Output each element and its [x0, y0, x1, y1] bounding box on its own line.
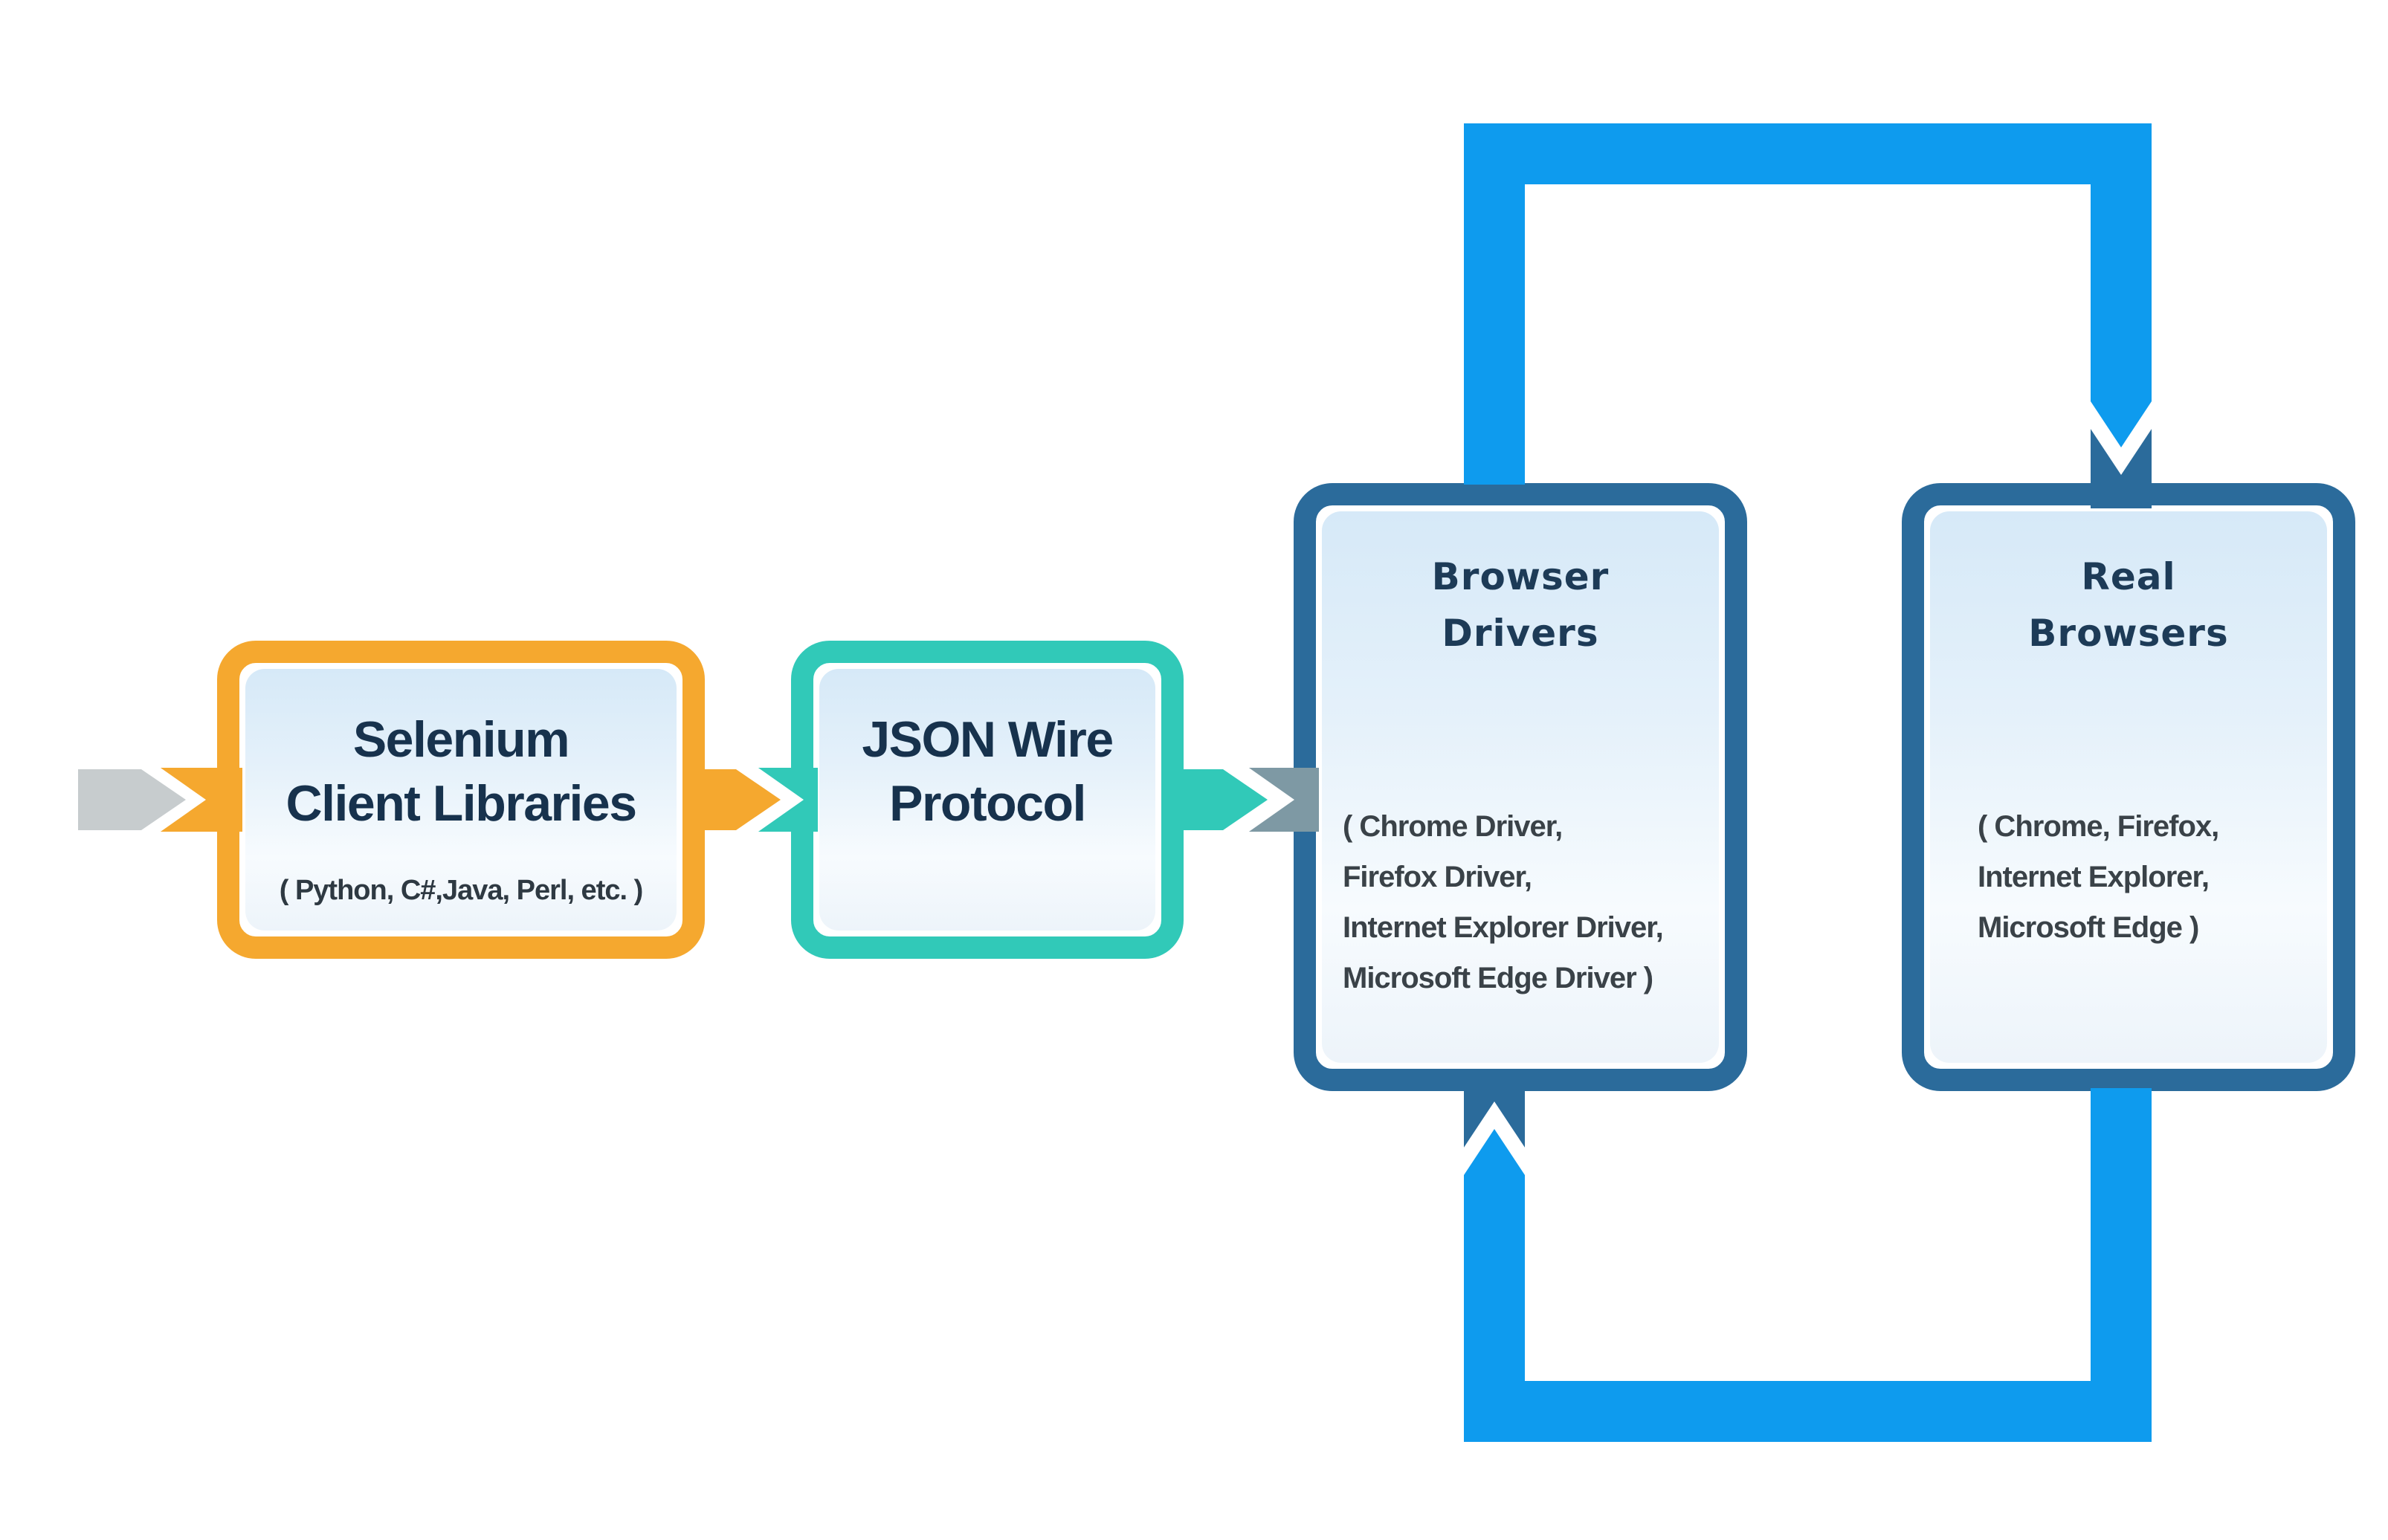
- node-jsonwire-title-line2: Protocol: [889, 775, 1086, 832]
- node-drivers-details: ( Chrome Driver, Firefox Driver, Interne…: [1343, 801, 1664, 1003]
- detail-line: ( Chrome Driver,: [1343, 810, 1563, 843]
- node-selenium-subtitle: ( Python, C#,Java, Perl, etc. ): [279, 875, 644, 906]
- detail-line: ( Chrome, Firefox,: [1978, 810, 2219, 843]
- detail-line: Microsoft Edge Driver ): [1343, 962, 1653, 994]
- node-browsers-title-line1: Real: [2081, 555, 2176, 598]
- down-arrow-icon: [2091, 184, 2152, 447]
- up-arrow-gap: [1452, 1101, 1537, 1357]
- node-jsonwire-fill: [819, 669, 1155, 931]
- node-selenium-title-line1: Selenium: [352, 711, 570, 768]
- detail-line: Firefox Driver,: [1343, 861, 1532, 893]
- up-arrow-icon: [1464, 1129, 1525, 1442]
- detail-line: Internet Explorer,: [1978, 861, 2210, 893]
- node-browsers-title: Real Browsers: [1924, 549, 2333, 661]
- node-drivers-fill: [1322, 511, 1719, 1063]
- node-selenium-fill: [245, 669, 677, 931]
- top-loop-top-pipe: [1464, 123, 2152, 184]
- node-jsonwire-title: JSON Wire Protocol: [813, 708, 1161, 835]
- bottom-loop-bottom-pipe: [1464, 1381, 2152, 1442]
- node-drivers-title-line2: Drivers: [1442, 612, 1599, 655]
- node-browsers-details: ( Chrome, Firefox, Internet Explorer, Mi…: [1978, 801, 2219, 953]
- node-browser-drivers: Browser Drivers ( Chrome Driver, Firefox…: [1294, 483, 1747, 1091]
- node-jsonwire-title-line1: JSON Wire: [862, 711, 1114, 768]
- selenium-arrow-gap: [706, 757, 804, 842]
- detail-line: Microsoft Edge ): [1978, 911, 2199, 944]
- bottom-loop-right-pipe: [2091, 1088, 2152, 1442]
- node-json-wire-protocol: JSON Wire Protocol: [791, 641, 1184, 959]
- node-real-browsers: Real Browsers ( Chrome, Firefox, Interne…: [1902, 483, 2355, 1091]
- jsonwire-arrow-gap: [1188, 757, 1294, 842]
- node-drivers-title: Browser Drivers: [1316, 549, 1725, 661]
- node-selenium-title-line2: Client Libraries: [285, 775, 637, 832]
- detail-line: Internet Explorer Driver,: [1343, 911, 1664, 944]
- node-selenium-title: Selenium Client Libraries: [239, 708, 682, 835]
- node-selenium-client-libraries: Selenium Client Libraries ( Python, C#,J…: [217, 641, 705, 959]
- node-browsers-fill: [1930, 511, 2327, 1063]
- node-drivers-title-line1: Browser: [1431, 555, 1610, 598]
- node-browsers-title-line2: Browsers: [2028, 612, 2229, 655]
- entry-arrow-gap: [71, 757, 206, 842]
- top-loop-left-pipe: [1464, 123, 1525, 485]
- down-arrow-gap: [2079, 184, 2163, 475]
- entry-arrow-icon: [78, 769, 186, 830]
